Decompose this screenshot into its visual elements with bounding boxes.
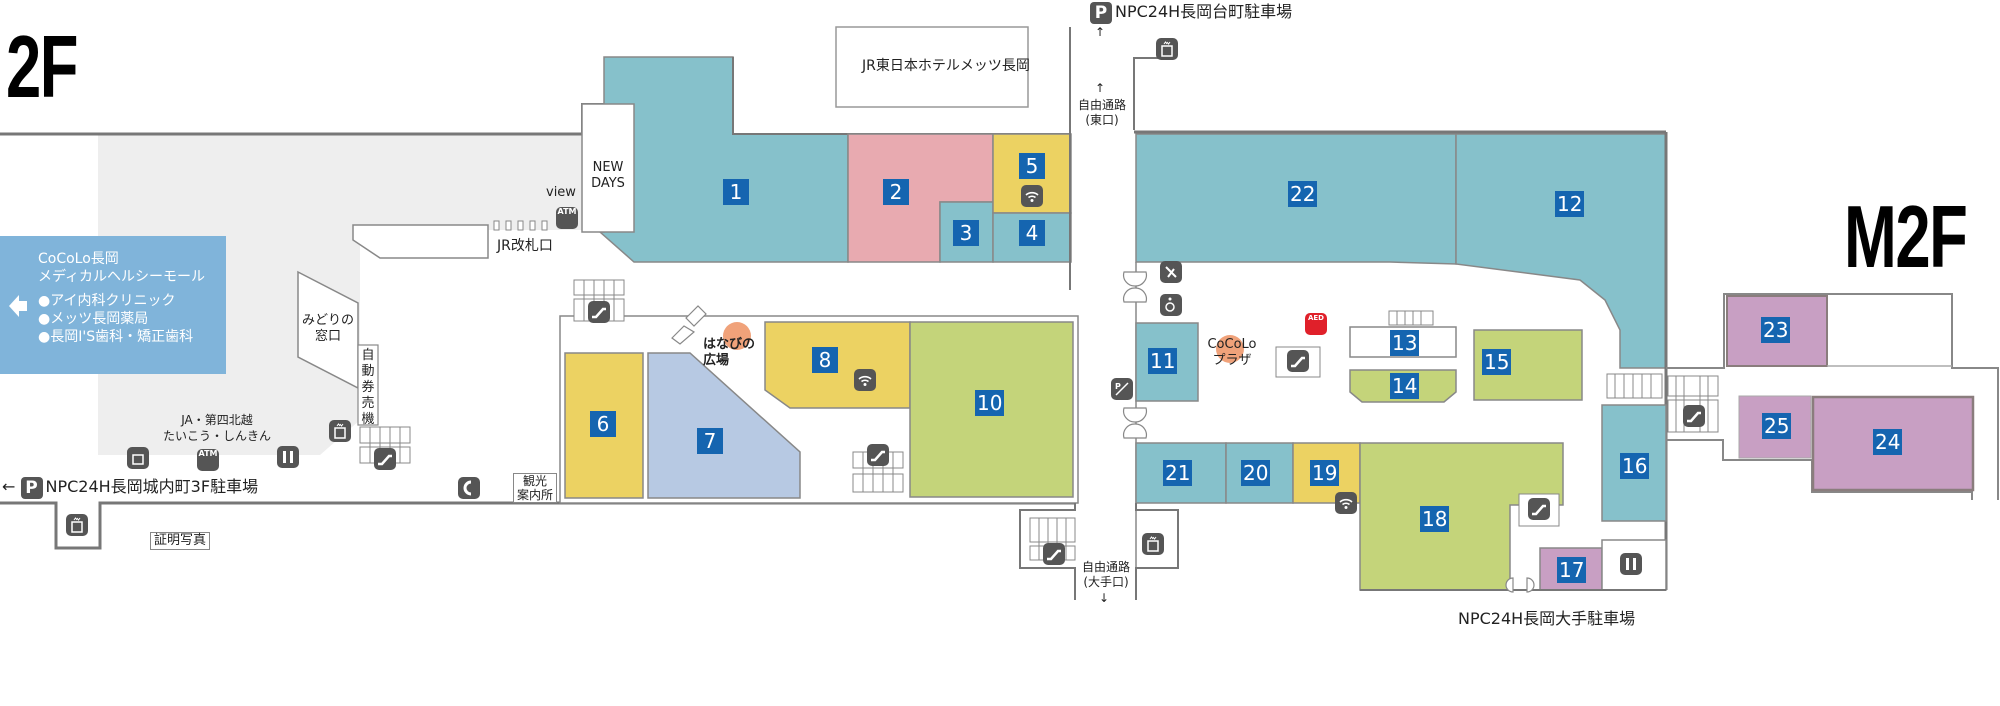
wifi-icon bbox=[854, 369, 876, 391]
escalator-icon bbox=[1043, 543, 1065, 565]
up-arrow-icon: ↑ bbox=[1095, 81, 1106, 95]
wifi-icon bbox=[1021, 185, 1043, 207]
shop-24[interactable]: 24 bbox=[1873, 429, 1903, 455]
parking-icon: P bbox=[1090, 1, 1112, 24]
elevator-icon bbox=[1156, 38, 1178, 60]
shop-11[interactable]: 11 bbox=[1148, 348, 1178, 374]
otemon-passage-label: 自由通路(大手口) bbox=[1082, 560, 1131, 589]
medical-mall-item: ●長岡I'S歯科・矯正歯科 bbox=[38, 329, 194, 345]
svg-text:P: P bbox=[1115, 382, 1121, 391]
photo-booth-label: 証明写真 bbox=[150, 532, 211, 550]
shop-12[interactable]: 12 bbox=[1555, 191, 1585, 217]
shop-1[interactable]: 1 bbox=[723, 179, 749, 205]
shop-20[interactable]: 20 bbox=[1241, 460, 1271, 486]
bank-label: JA・第四北越たいこう・しんきん bbox=[162, 413, 271, 443]
up-arrow-icon: ↑ bbox=[1095, 25, 1106, 39]
elevator-icon bbox=[1142, 533, 1164, 555]
parking-daicho-label: NPC24H長岡台町駐車場 bbox=[1115, 2, 1293, 21]
escalator-icon bbox=[588, 301, 610, 323]
shop-3[interactable]: 3 bbox=[953, 220, 979, 246]
down-arrow-icon: ↓ bbox=[1099, 591, 1110, 605]
escalator-icon bbox=[1287, 350, 1309, 372]
shop-16[interactable]: 16 bbox=[1620, 453, 1650, 479]
hotel-label: JR東日本ホテルメッツ長岡 bbox=[862, 58, 1030, 74]
arrow-left-icon: ← bbox=[2, 477, 16, 496]
midori-window-label: みどりの窓口 bbox=[301, 313, 354, 344]
wifi-icon bbox=[1335, 492, 1357, 514]
medical-mall-item: ●アイ内科クリニック bbox=[38, 293, 176, 309]
medical-mall-subtitle: メディカルヘルシーモール bbox=[38, 269, 206, 285]
shop-10[interactable]: 10 bbox=[975, 390, 1005, 416]
baby-stroller-icon bbox=[1160, 261, 1182, 283]
shop-4[interactable]: 4 bbox=[1019, 220, 1045, 246]
atm-icon: ATM bbox=[556, 207, 578, 229]
escalator-icon bbox=[1528, 498, 1550, 520]
parking-jonai-label: NPC24H長岡城内町3F駐車場 bbox=[45, 477, 259, 496]
jr-gate-label: JR改札口 bbox=[497, 238, 553, 254]
medical-mall-title: CoCoLo長岡 bbox=[38, 251, 119, 267]
escalator-icon bbox=[1683, 405, 1705, 427]
shop-2[interactable]: 2 bbox=[883, 179, 909, 205]
floor-label-m2f: M2F bbox=[1844, 187, 1968, 286]
shop-22[interactable]: 22 bbox=[1288, 181, 1318, 207]
east-passage-label: 自由通路(東口) bbox=[1078, 98, 1127, 127]
view-label: view bbox=[546, 185, 576, 200]
escalator-icon bbox=[867, 444, 889, 466]
shop-14[interactable]: 14 bbox=[1390, 373, 1420, 399]
arrow-left-icon bbox=[9, 295, 27, 317]
parking-icon: P bbox=[20, 476, 43, 499]
aed-icon: AED bbox=[1305, 313, 1327, 335]
parking-ote[interactable]: NPC24H長岡大手駐車場 bbox=[1458, 608, 1635, 630]
shop-7[interactable]: 7 bbox=[697, 428, 723, 454]
atm-icon: ATM bbox=[197, 449, 219, 471]
elevator-icon bbox=[66, 514, 88, 536]
wheelchair-icon bbox=[1160, 294, 1182, 316]
shop-15[interactable]: 15 bbox=[1482, 349, 1512, 375]
phone-icon bbox=[458, 477, 480, 499]
shop-8[interactable]: 8 bbox=[812, 347, 838, 373]
parking-ote-label: NPC24H長岡大手駐車場 bbox=[1458, 609, 1636, 628]
shop-21[interactable]: 21 bbox=[1163, 460, 1193, 486]
shop-19[interactable]: 19 bbox=[1310, 460, 1340, 486]
shop-13[interactable]: 13 bbox=[1390, 330, 1420, 356]
tourist-info-label: 観光案内所 bbox=[513, 473, 557, 503]
medical-mall-item: ●メッツ長岡薬局 bbox=[38, 311, 149, 327]
hanabi-plaza-label: はなびの広場 bbox=[703, 337, 756, 368]
ticket-machine-label: 自動券売機 bbox=[361, 348, 375, 427]
restroom-icon bbox=[1620, 553, 1642, 575]
elevator-icon bbox=[329, 420, 351, 442]
escalator-icon bbox=[374, 448, 396, 470]
parking-permit-icon: P bbox=[1111, 378, 1133, 400]
coin-locker-icon bbox=[127, 447, 149, 469]
shop-23[interactable]: 23 bbox=[1761, 317, 1791, 343]
shop-5[interactable]: 5 bbox=[1019, 153, 1045, 179]
shop-6[interactable]: 6 bbox=[590, 411, 616, 437]
shop-17[interactable]: 17 bbox=[1557, 557, 1587, 583]
shop-25[interactable]: 25 bbox=[1762, 413, 1792, 439]
medical-mall-panel[interactable]: CoCoLo長岡 メディカルヘルシーモール ●アイ内科クリニック ●メッツ長岡薬… bbox=[0, 236, 226, 374]
floor-label-2f: 2F bbox=[6, 17, 79, 116]
shop-18[interactable]: 18 bbox=[1420, 506, 1450, 532]
restroom-icon bbox=[277, 446, 299, 468]
